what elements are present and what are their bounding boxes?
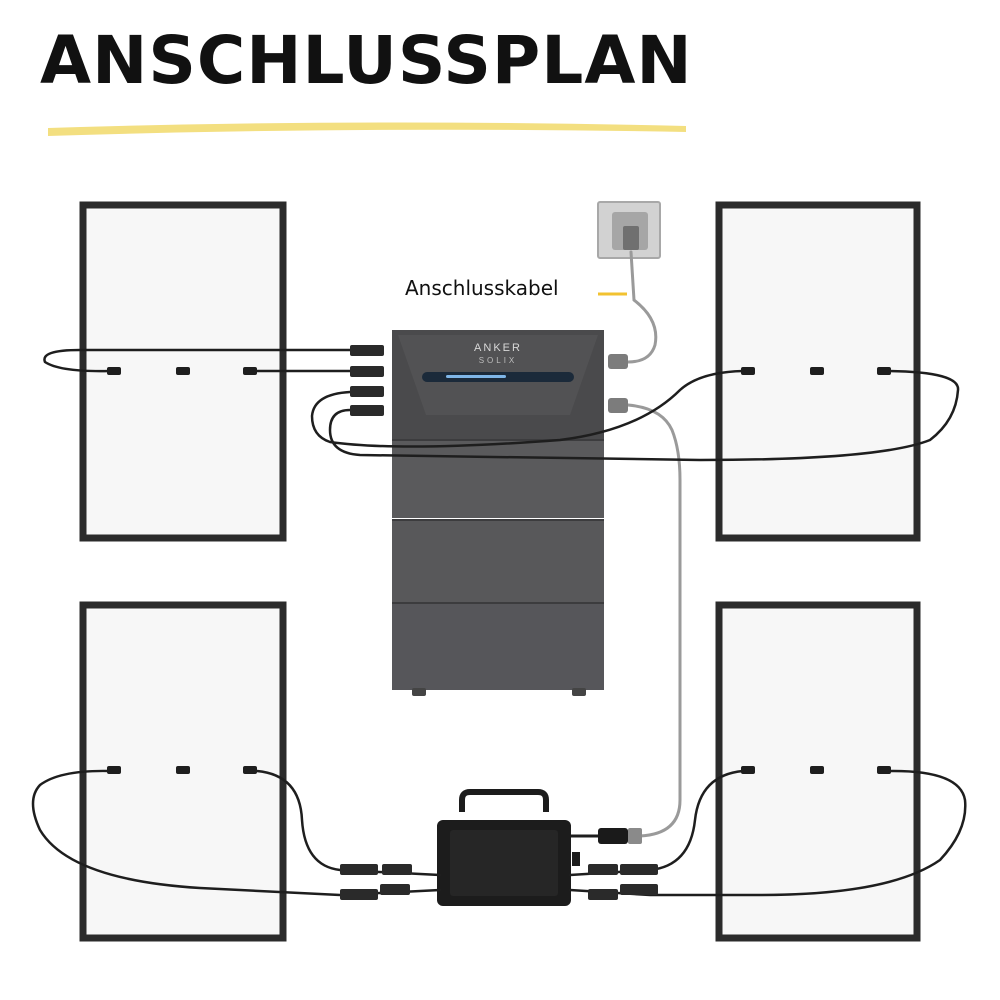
- page-title: ANSCHLUSSPLAN: [40, 22, 693, 99]
- anschlusskabel-label: Anschlusskabel: [405, 276, 559, 300]
- dc-cables: [31, 348, 967, 897]
- wall-socket-icon: [597, 201, 661, 259]
- battery-icon: [392, 330, 604, 696]
- battery-ac-connectors: [608, 354, 628, 413]
- battery-sub-brand: SOLIX: [479, 356, 518, 365]
- battery-dc-connectors: [350, 345, 384, 416]
- ac-cables: [626, 250, 682, 838]
- junction-boxes: [107, 367, 891, 774]
- title-underline: [48, 122, 686, 136]
- microinverter-ac-connector: [571, 828, 642, 844]
- microinverter-dc-connectors: [340, 864, 658, 900]
- microinverter-icon: [437, 789, 580, 906]
- battery-brand: ANKER: [474, 342, 522, 354]
